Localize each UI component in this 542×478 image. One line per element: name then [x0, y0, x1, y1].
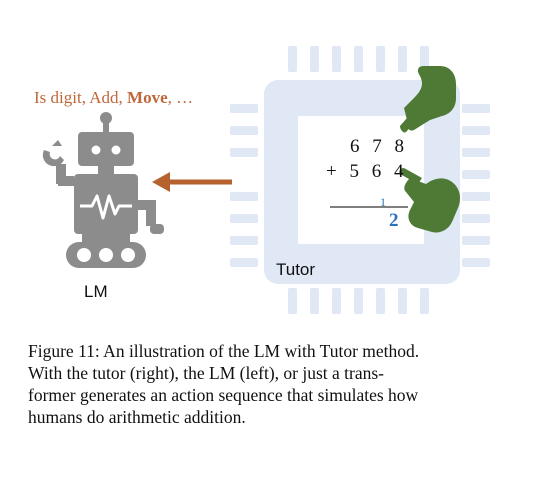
caption-line-4: humans do arithmetic addition.	[28, 407, 246, 427]
actions-prefix: Is digit, Add,	[34, 88, 128, 107]
figure: Is digit, Add, Move, … LM Tutor 6 7 8 + …	[34, 46, 490, 314]
action-sequence: Is digit, Add, Move, …	[34, 88, 193, 108]
chip-pins-top	[288, 46, 429, 72]
addend-1: 6 7 8	[350, 136, 408, 157]
chip-pins-right	[462, 104, 490, 267]
actions-suffix: , …	[167, 88, 194, 107]
robot-icon	[42, 112, 164, 268]
addend-2: + 5 6 4	[326, 161, 408, 182]
figure-caption: Figure 11: An illustration of the LM wit…	[28, 340, 520, 428]
actions-bold: Move	[127, 88, 168, 107]
hand-icon-bottom	[399, 168, 460, 233]
chip-inner	[298, 116, 424, 244]
carry-digit: 1	[380, 195, 386, 209]
result-digit: 2	[389, 210, 399, 231]
chip-pins-left	[230, 104, 258, 267]
illustration	[42, 46, 490, 314]
caption-line-1: Figure 11: An illustration of the LM wit…	[28, 341, 420, 361]
caption-line-2: With the tutor (right), the LM (left), o…	[28, 363, 385, 383]
arrow-icon	[152, 172, 232, 192]
hand-icon-top	[400, 66, 456, 133]
tutor-label: Tutor	[276, 260, 316, 279]
chip-pins-bottom	[288, 288, 429, 314]
lm-label: LM	[84, 282, 108, 301]
caption-line-3: former generates an action sequence that…	[28, 385, 419, 405]
